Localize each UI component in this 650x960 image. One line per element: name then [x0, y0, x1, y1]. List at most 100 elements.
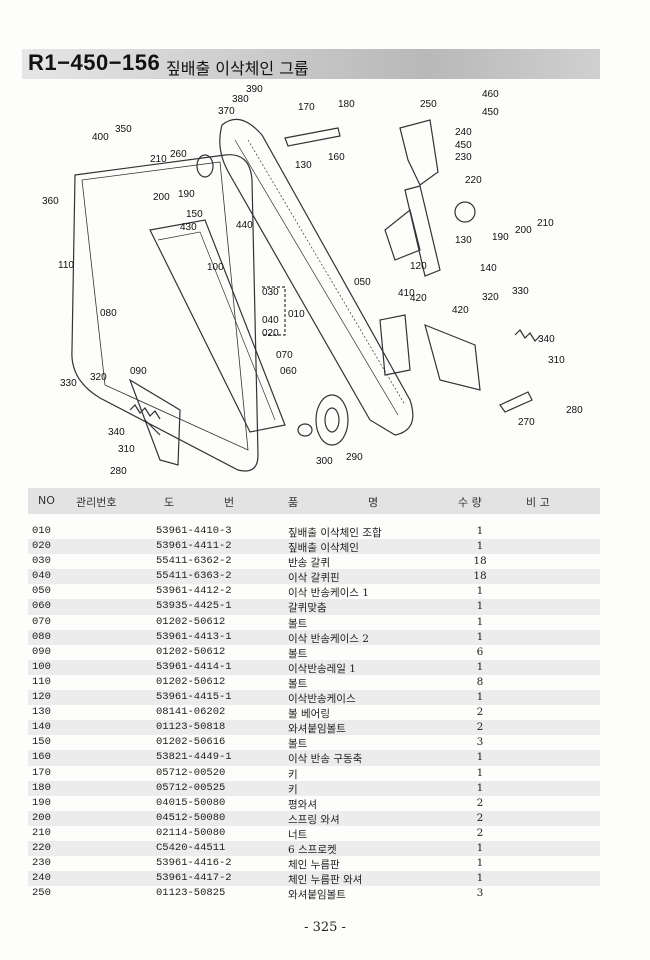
svg-text:150: 150 — [186, 209, 203, 220]
svg-text:170: 170 — [298, 102, 315, 113]
svg-text:380: 380 — [232, 94, 249, 105]
svg-text:010: 010 — [288, 309, 305, 320]
cell-part-name: 이삭 반송케이스 2 — [288, 632, 369, 645]
svg-text:190: 190 — [492, 232, 509, 243]
svg-text:420: 420 — [452, 305, 469, 316]
cell-part-name: 키 — [288, 768, 298, 781]
svg-text:180: 180 — [338, 99, 355, 110]
cell-no: 100 — [32, 660, 51, 673]
cell-quantity: 1 — [476, 660, 484, 673]
svg-text:350: 350 — [115, 124, 132, 135]
cell-part-number: 05712-00525 — [156, 781, 226, 794]
cell-quantity: 1 — [476, 540, 484, 553]
cell-part-name: 이삭 반송케이스 1 — [288, 587, 369, 600]
cell-part-number: 01123-50818 — [156, 721, 226, 734]
svg-text:260: 260 — [170, 149, 187, 160]
cell-part-name: 갈퀴맞춤 — [288, 602, 327, 615]
svg-text:370: 370 — [218, 106, 235, 117]
svg-text:440: 440 — [236, 220, 253, 231]
cell-quantity: 2 — [476, 721, 484, 734]
cell-part-number: 01202-50612 — [156, 645, 226, 658]
cell-no: 150 — [32, 736, 51, 749]
cell-quantity: 2 — [476, 826, 484, 839]
svg-text:290: 290 — [346, 452, 363, 463]
svg-text:390: 390 — [246, 84, 263, 95]
cell-quantity: 18 — [473, 570, 487, 583]
cell-no: 070 — [32, 615, 51, 628]
cell-no: 250 — [32, 887, 51, 900]
cell-part-name: 평와셔 — [288, 798, 317, 811]
cell-part-name: 볼트 — [288, 647, 308, 660]
page-number: - 325 - — [304, 920, 346, 935]
cell-part-name: 볼트 — [288, 617, 308, 630]
cell-quantity: 1 — [476, 691, 484, 704]
cell-part-name: 체인 누름판 와셔 — [288, 874, 363, 887]
svg-text:020: 020 — [262, 328, 279, 339]
svg-text:230: 230 — [455, 152, 472, 163]
cell-no: 160 — [32, 751, 51, 764]
cell-part-number: 55411-6362-2 — [156, 555, 232, 568]
cell-quantity: 6 — [476, 645, 484, 658]
svg-text:410: 410 — [398, 288, 415, 299]
cell-part-name: 키 — [288, 783, 298, 796]
cell-part-number: 04512-50080 — [156, 811, 226, 824]
cell-quantity: 3 — [476, 887, 484, 900]
svg-text:420: 420 — [410, 293, 427, 304]
svg-text:330: 330 — [60, 378, 77, 389]
cell-part-number: 05712-00520 — [156, 766, 226, 779]
table-header: NO 관리번호 도 번 품 명 수 량 비 고 — [28, 488, 600, 514]
cell-quantity: 18 — [473, 555, 487, 568]
cell-part-number: 53961-4412-2 — [156, 585, 232, 598]
header-mgmt: 관리번호 — [76, 496, 117, 509]
svg-text:340: 340 — [108, 427, 125, 438]
svg-text:430: 430 — [180, 222, 197, 233]
header-remark: 비 고 — [526, 496, 550, 509]
header-name-1: 품 — [288, 496, 299, 509]
cell-no: 020 — [32, 540, 51, 553]
cell-part-number: 55411-6363-2 — [156, 570, 232, 583]
svg-text:270: 270 — [518, 417, 535, 428]
svg-text:300: 300 — [316, 456, 333, 467]
svg-text:340: 340 — [538, 334, 555, 345]
cell-part-number: 53961-4413-1 — [156, 630, 232, 643]
cell-quantity: 1 — [476, 872, 484, 885]
cell-quantity: 8 — [476, 675, 484, 688]
svg-text:070: 070 — [276, 350, 293, 361]
svg-text:110: 110 — [58, 260, 74, 271]
cell-no: 050 — [32, 585, 51, 598]
cell-part-name: 이삭 갈퀴핀 — [288, 572, 340, 585]
svg-text:250: 250 — [420, 99, 437, 110]
cell-quantity: 3 — [476, 736, 484, 749]
cell-part-name: 와셔붙임볼트 — [288, 723, 346, 736]
cell-quantity: 1 — [476, 525, 484, 537]
cell-no: 110 — [32, 675, 51, 688]
svg-text:060: 060 — [280, 366, 297, 377]
cell-no: 240 — [32, 872, 51, 885]
group-title: 짚배출 이삭체인 그룹 — [166, 59, 309, 78]
cell-part-number: 53961-4414-1 — [156, 660, 232, 673]
cell-part-number: 53961-4410-3 — [156, 525, 232, 537]
svg-text:310: 310 — [118, 444, 135, 455]
svg-text:120: 120 — [410, 261, 427, 272]
cell-quantity: 2 — [476, 706, 484, 719]
svg-text:130: 130 — [455, 235, 472, 246]
svg-text:090: 090 — [130, 366, 147, 377]
svg-text:330: 330 — [512, 286, 529, 297]
svg-text:400: 400 — [92, 132, 109, 143]
svg-text:280: 280 — [110, 466, 127, 477]
svg-text:040: 040 — [262, 315, 279, 326]
header-bar — [22, 49, 600, 79]
cell-quantity: 1 — [476, 585, 484, 598]
cell-quantity: 1 — [476, 766, 484, 779]
